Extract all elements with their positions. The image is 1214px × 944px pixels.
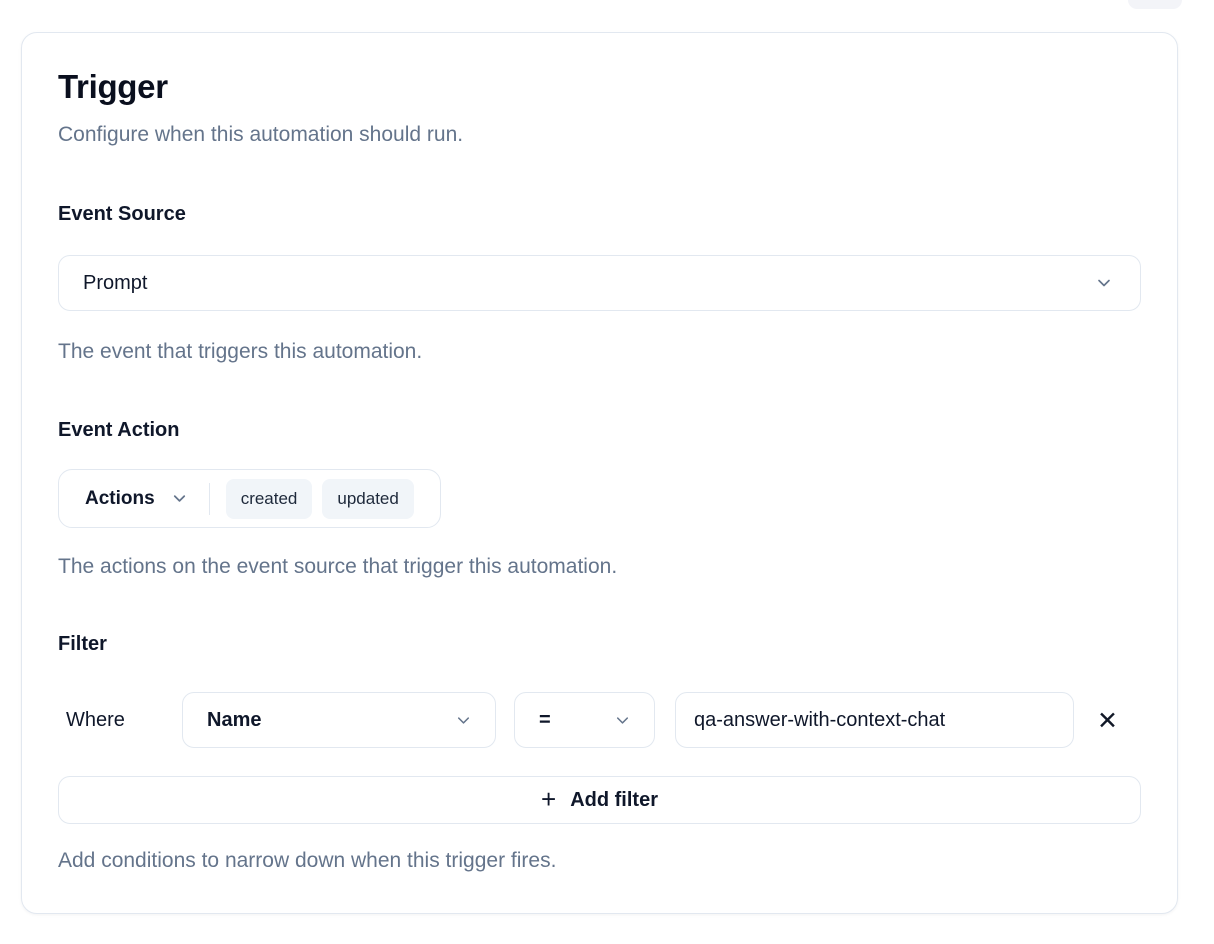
plus-icon: + <box>541 784 557 814</box>
filter-where-label: Where <box>66 708 125 731</box>
filter-operator-value: = <box>539 708 551 731</box>
event-action-dropdown-value: Actions <box>85 487 155 509</box>
chevron-down-icon <box>1094 273 1114 293</box>
event-action-label: Event Action <box>58 419 180 441</box>
event-action-box: Actions created updated <box>58 469 441 528</box>
chevron-down-icon <box>613 711 632 730</box>
scrolled-element-fragment <box>1128 0 1182 9</box>
add-filter-label: Add filter <box>570 788 658 811</box>
filter-remove-wrap: ✕ <box>1074 704 1141 737</box>
filter-field-value: Name <box>207 708 262 731</box>
filter-condition-row: Where Name = ✕ <box>58 692 1141 748</box>
action-badge-created[interactable]: created <box>225 478 313 519</box>
filter-operator-select[interactable]: = <box>514 692 655 748</box>
event-source-label: Event Source <box>58 203 186 225</box>
chevron-down-icon <box>454 711 473 730</box>
event-source-select[interactable]: Prompt <box>58 255 1141 311</box>
event-action-helper: The actions on the event source that tri… <box>58 555 618 578</box>
filter-helper: Add conditions to narrow down when this … <box>58 849 557 872</box>
event-source-value: Prompt <box>83 271 148 294</box>
close-icon[interactable]: ✕ <box>1093 704 1122 737</box>
page-subtitle: Configure when this automation should ru… <box>58 123 464 146</box>
divider <box>208 482 210 515</box>
action-badge-updated[interactable]: updated <box>322 478 414 519</box>
filter-value-input[interactable] <box>675 692 1074 748</box>
event-source-helper: The event that triggers this automation. <box>58 340 423 363</box>
chevron-down-icon <box>170 489 189 508</box>
add-filter-button[interactable]: + Add filter <box>58 776 1141 824</box>
page-title: Trigger <box>58 68 168 105</box>
filter-field-select[interactable]: Name <box>182 692 496 748</box>
event-action-dropdown[interactable]: Actions <box>85 488 189 510</box>
trigger-card: Trigger Configure when this automation s… <box>21 32 1178 914</box>
filter-label: Filter <box>58 633 107 655</box>
